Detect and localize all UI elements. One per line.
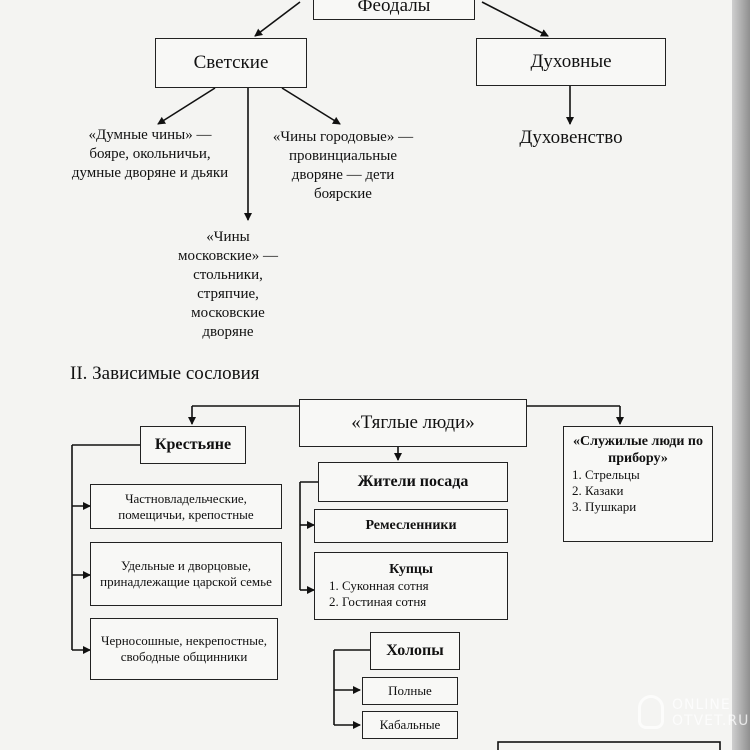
serfs-full-box: Полные <box>362 677 458 705</box>
posad-label: Жители посада <box>357 473 469 490</box>
secular-box: Светские <box>155 38 307 88</box>
feudals-box: Феодалы <box>313 0 475 20</box>
serfs-box: Холопы <box>370 632 460 670</box>
serfs-bonded-label: Кабальные <box>379 717 441 732</box>
spiritual-label: Духовные <box>530 51 612 72</box>
arrow-secular-city <box>281 87 341 125</box>
moscow-ranks-text: «Чины московские» — стольники, стряпчие,… <box>178 229 278 340</box>
posad-box: Жители посада <box>318 462 508 502</box>
peasants-label: Крестьяне <box>154 436 232 453</box>
secular-label: Светские <box>193 52 269 73</box>
peasants-item-1: Частновладельческие, помещичьи, крепостн… <box>118 490 254 522</box>
craftsmen-box: Ремесленники <box>314 509 508 543</box>
servicemen-item-3: 3. Пушкари <box>572 499 637 514</box>
servicemen-item-1: 1. Стрельцы <box>572 467 640 482</box>
watermark: ONLINE OTVET.RU <box>638 693 748 743</box>
arrow-feudals-spiritual <box>481 1 549 37</box>
merchants-label: Купцы <box>389 562 433 577</box>
page-edge-shadow <box>732 0 750 750</box>
peasants-item-2-box: Удельные и дворцовые, принадлежащие царс… <box>90 542 282 606</box>
peasants-item-3-box: Черносошные, некрепостные, свободные общ… <box>90 618 278 680</box>
servicemen-item-2: 2. Казаки <box>572 483 624 498</box>
peasants-box: Крестьяне <box>140 426 246 464</box>
servicemen-box: «Служилые люди по прибору» 1. Стрельцы 2… <box>563 426 713 542</box>
taxpayers-label: «Тяглые люди» <box>351 412 475 433</box>
merchants-item-1: 1. Суконная сотня <box>329 578 429 593</box>
taxpayers-box: «Тяглые люди» <box>299 399 527 447</box>
servicemen-label: «Служилые люди по прибору» <box>573 434 703 466</box>
arrow-feudals-secular <box>254 1 301 37</box>
clergy-label: Духовенство <box>519 127 623 148</box>
peasants-item-1-box: Частновладельческие, помещичьи, крепостн… <box>90 484 282 529</box>
city-ranks-text: «Чины городовые» — провинциальные дворян… <box>272 129 414 202</box>
section2-heading: II. Зависимые сословия <box>70 363 260 384</box>
spiritual-box: Духовные <box>476 38 666 86</box>
duma-ranks-text: «Думные чины» — бояре, окольничьи, думны… <box>71 127 229 181</box>
arrow-secular-duma <box>157 87 216 125</box>
partial-box-bottom <box>497 741 721 750</box>
merchants-item-2: 2. Гостиная сотня <box>329 594 427 609</box>
peasants-item-2: Удельные и дворцовые, принадлежащие царс… <box>100 558 272 589</box>
watermark-line-1: ONLINE <box>672 697 731 713</box>
serfs-label: Холопы <box>386 642 444 659</box>
serfs-bonded-box: Кабальные <box>362 711 458 739</box>
serfs-full-label: Полные <box>388 683 432 698</box>
feudals-label: Феодалы <box>357 0 431 16</box>
craftsmen-label: Ремесленники <box>365 518 457 533</box>
lightbulb-icon <box>638 695 664 729</box>
watermark-line-2: OTVET.RU <box>672 713 750 729</box>
peasants-item-3: Черносошные, некрепостные, свободные общ… <box>101 633 267 664</box>
merchants-box: Купцы 1. Суконная сотня 2. Гостиная сотн… <box>314 552 508 620</box>
